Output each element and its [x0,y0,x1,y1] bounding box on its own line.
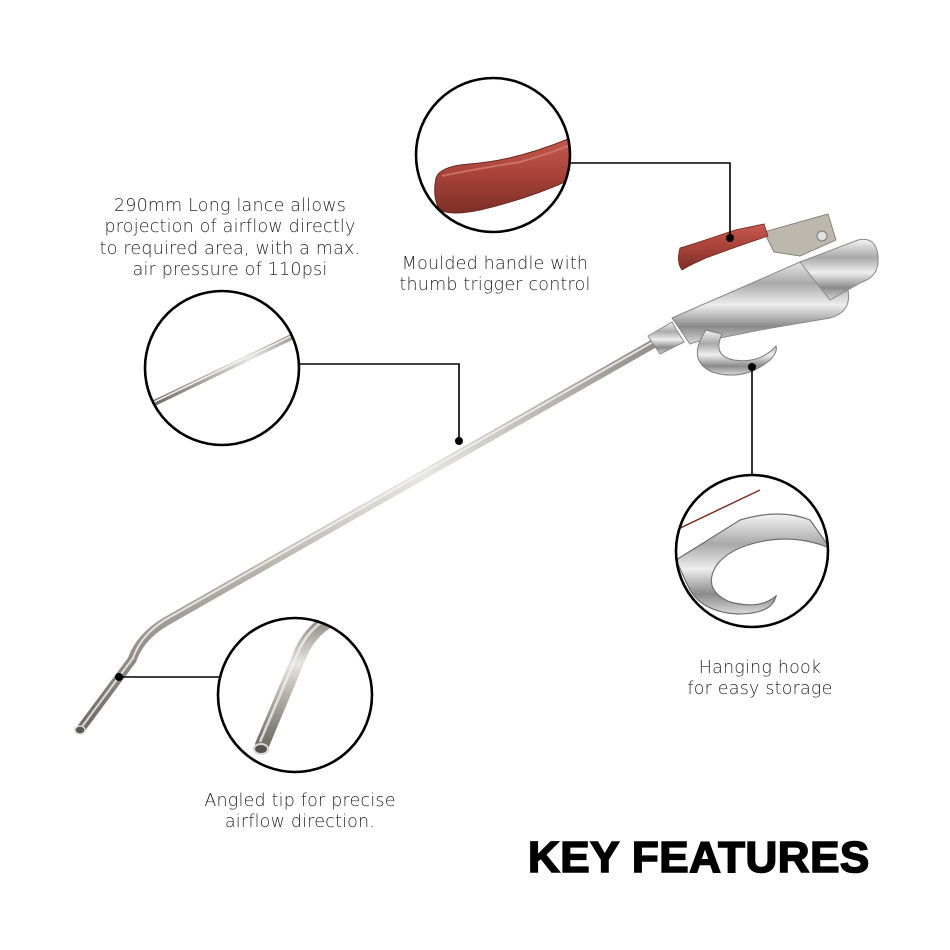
key-features-heading: KEY FEATURES [527,832,870,883]
red-trigger [678,223,769,271]
lance-connector [647,321,685,355]
air-blow-gun [74,213,879,735]
lance-magnifier-circle [143,289,301,447]
hook-leader-dot [748,363,756,371]
tip-magnifier-circle [216,616,374,774]
callout-tip [115,616,374,774]
gun-nozzle [799,238,879,301]
tip-leader-dot [115,673,123,681]
hook-feature-text: Hanging hook for easy storage [687,658,833,700]
lance-tip-opening [74,725,86,735]
lance-leader-line [299,363,460,439]
handle-feature-text: Moulded handle with thumb trigger contro… [399,254,591,296]
handle-leader-dot [726,234,734,242]
callout-handle [414,76,734,242]
tip-closeup-image [255,619,337,752]
callout-lance [143,289,463,447]
handle-leader-line [570,162,731,236]
handle-magnifier-circle [414,76,572,234]
hook-closeup-image [677,513,827,615]
trigger-pivot [816,230,828,242]
trigger-plate [763,213,837,257]
callout-hook [674,363,830,629]
lance-leader-dot [455,437,463,445]
lance-feature-text: 290mm Long lance allows projection of ai… [99,196,361,281]
tip-feature-text: Angled tip for precise airflow direction… [204,791,396,833]
hanging-hook [696,329,777,376]
lance-closeup-image [147,330,298,408]
